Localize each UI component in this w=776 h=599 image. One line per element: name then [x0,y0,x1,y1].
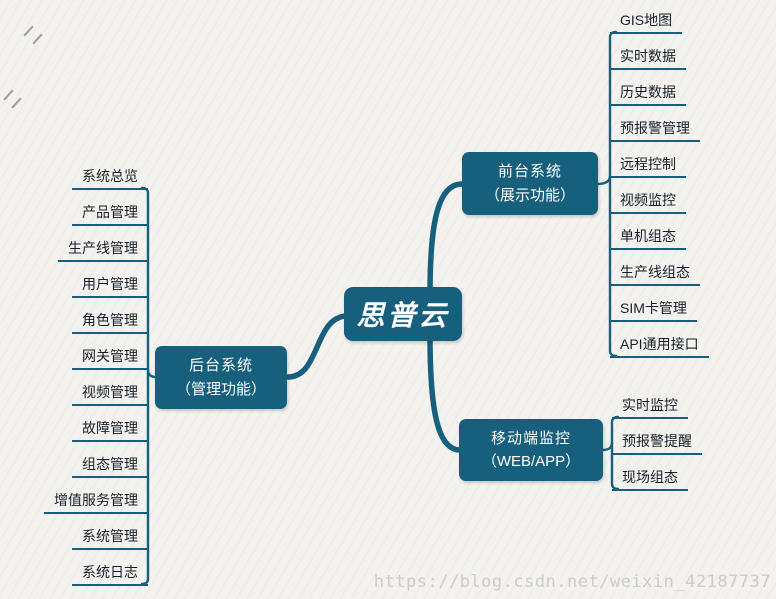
leaf-node[interactable]: 角色管理 [72,310,148,334]
leaf-node[interactable]: 组态管理 [72,454,148,478]
paper-mark [11,97,22,109]
branch-node-backend[interactable]: 后台系统 （管理功能） [155,346,287,409]
leaf-node[interactable]: 视频管理 [72,382,148,406]
leaf-node[interactable]: 产品管理 [72,202,148,226]
connector-root-frontend [427,181,465,297]
paper-mark [3,89,14,101]
branch-node-frontend[interactable]: 前台系统 （展示功能） [462,152,598,215]
branch-sublabel: （展示功能） [484,186,575,204]
paper-mark [32,33,43,45]
paper-mark [23,25,34,37]
leaf-node[interactable]: 增值服务管理 [44,490,148,514]
leaf-node[interactable]: 系统日志 [72,562,148,586]
leaf-node[interactable]: 生产线组态 [610,262,700,286]
leaf-node[interactable]: 历史数据 [610,82,686,106]
branch-node-mobile[interactable]: 移动端监控 （WEB/APP） [459,419,603,481]
leaf-node[interactable]: 系统总览 [72,166,148,190]
leaf-node[interactable]: 单机组态 [610,226,686,250]
leaf-node[interactable]: 远程控制 [610,154,686,178]
leaf-node[interactable]: 系统管理 [72,526,148,550]
connector-root-backend [285,313,349,380]
watermark: https://blog.csdn.net/weixin_42187737 [373,572,771,592]
leaf-node[interactable]: SIM卡管理 [610,298,697,322]
branch-label: 前台系统 [497,163,562,181]
leaf-node[interactable]: 生产线管理 [58,238,148,262]
connector-root-mobile [427,333,463,453]
leaf-node[interactable]: 用户管理 [72,274,148,298]
leaf-node[interactable]: 现场组态 [612,467,688,491]
branch-label: 移动端监控 [490,429,571,447]
root-node[interactable]: 思普云 [344,287,462,341]
branch-label: 后台系统 [188,357,253,375]
leaf-node[interactable]: 实时数据 [610,46,686,70]
leaf-node[interactable]: 故障管理 [72,418,148,442]
leaf-node[interactable]: 视频监控 [610,190,686,214]
leaf-node[interactable]: 预报警管理 [610,118,700,142]
leaf-node[interactable]: 网关管理 [72,346,148,370]
branch-sublabel: （WEB/APP） [481,453,581,470]
root-node-label: 思普云 [356,299,450,332]
leaf-node[interactable]: GIS地图 [610,10,683,34]
leaf-node[interactable]: API通用接口 [610,334,709,358]
leaf-node[interactable]: 实时监控 [612,395,688,419]
leaf-node[interactable]: 预报警提醒 [612,431,702,455]
branch-sublabel: （管理功能） [175,380,266,398]
